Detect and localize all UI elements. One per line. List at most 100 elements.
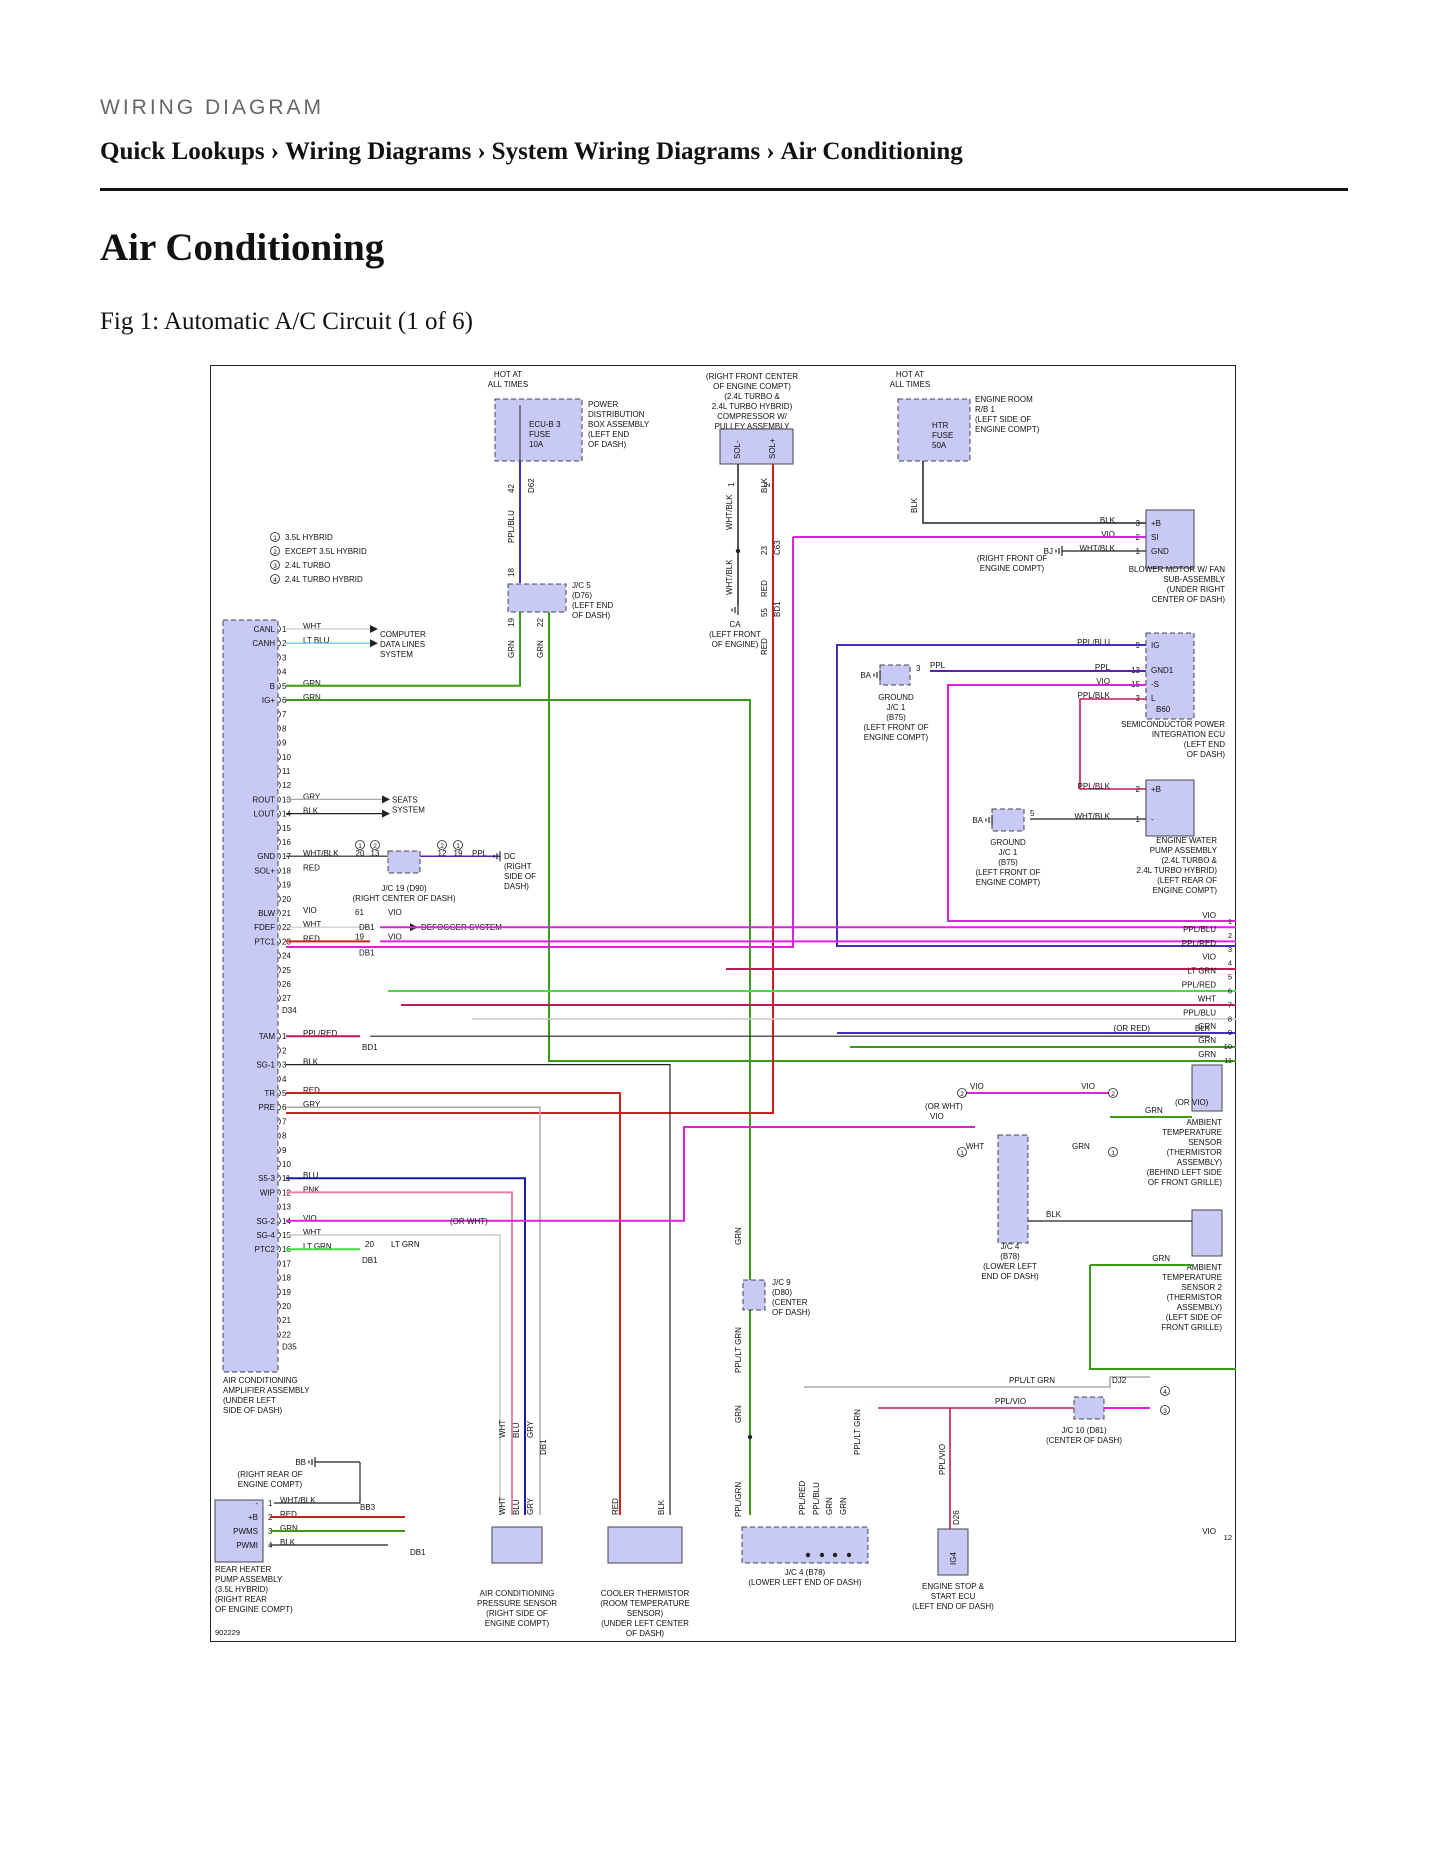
pin-terminal: [278, 1245, 281, 1253]
jc10-label: J/C 10 (D81): [1061, 1426, 1107, 1435]
blk-htr-wire: [922, 461, 1146, 524]
splice-dot: [846, 1552, 852, 1558]
off-page-connector-number: 11: [1224, 1056, 1232, 1065]
connector-id: BD1: [773, 601, 782, 617]
legend-label: EXCEPT 3.5L HYBRID: [285, 547, 367, 556]
amplifier-pin-number: 9: [282, 739, 287, 748]
wire-color-label: GRN: [1198, 1022, 1216, 1031]
pin-terminal: [278, 1132, 281, 1139]
cooler-thermistor-label: SENSOR): [627, 1609, 664, 1618]
off-page-connector-number: 6: [1228, 987, 1232, 996]
legend-number: 1: [358, 843, 362, 850]
pin-terminal: [278, 1075, 281, 1083]
amplifier-pin-number: 6: [282, 1103, 287, 1112]
ground-jc1-connector: [879, 664, 911, 686]
semiconductor-power-ecu-box: [1145, 632, 1195, 720]
wire-color-label: RED: [280, 1510, 297, 1519]
wire-color-label: VIO: [303, 1214, 317, 1223]
compressor-label: COMPRESSOR W/: [717, 412, 788, 421]
wire-color-label: WHT/BLK: [725, 494, 734, 530]
jc19-label: J/C 19 (D90): [381, 884, 427, 893]
ambient-sensor-1-label: OF FRONT GRILLE): [1148, 1178, 1222, 1187]
pin-terminal: [278, 1118, 281, 1125]
ppl-blu-ig-wire: [836, 644, 1236, 947]
pin-terminal: [278, 1032, 281, 1040]
arrow-icon: [370, 639, 378, 648]
legend-number: 3: [1163, 1408, 1167, 1415]
pin-name: -: [1151, 815, 1154, 824]
jc9-label: OF DASH): [772, 1308, 811, 1317]
wire-color-label: WHT: [498, 1497, 507, 1515]
pin-terminal: [278, 938, 281, 945]
pin-name: SI: [1151, 533, 1159, 542]
amplifier-pin-name: SOL+: [254, 866, 275, 875]
off-page-connector-number: 12: [1224, 1533, 1232, 1542]
wire-color-label: PPL: [472, 849, 488, 858]
connector-id: DB1: [410, 1548, 426, 1557]
wire-color-label: RED: [611, 1498, 620, 1515]
breadcrumb-item-wiring-diagrams[interactable]: Wiring Diagrams: [285, 138, 472, 165]
pin-name: IG: [1151, 641, 1159, 650]
amplifier-pin-number: 4: [282, 1075, 287, 1084]
wire-color-label: LT GRN: [1187, 967, 1216, 976]
ca-ground-label: (LEFT FRONT: [709, 630, 761, 639]
ambient-sensor-1-label: SENSOR: [1188, 1138, 1222, 1147]
vio-return-wire: [947, 684, 1236, 922]
amplifier-pin-number: 7: [282, 710, 287, 719]
breadcrumb-separator: ›: [270, 138, 279, 165]
pressure-sensor-box: [491, 1526, 543, 1564]
legend-label: 2.4L TURBO HYBRID: [285, 575, 363, 584]
amplifier-pin-number: 27: [282, 994, 291, 1003]
amplifier-pin-number: 3: [282, 653, 287, 662]
amplifier-pin-number: 22: [282, 1330, 291, 1339]
engine-room-label: ENGINE COMPT): [975, 425, 1040, 434]
wire-color-label: PPL/RED: [1182, 939, 1216, 948]
legend-number: 1: [273, 535, 277, 542]
spi-ecu-label: INTEGRATION ECU: [1152, 730, 1225, 739]
amplifier-pin-name: TAM: [259, 1032, 276, 1041]
amplifier-pin-name: PRE: [259, 1103, 275, 1112]
amplifier-pin-number: 20: [282, 1302, 291, 1311]
amplifier-pin-number: 4: [282, 668, 287, 677]
legend-number-badge: [957, 1088, 967, 1098]
figure-caption: Fig 1: Automatic A/C Circuit (1 of 6): [100, 308, 473, 335]
power-box-label: POWER: [588, 400, 618, 409]
pin-name: -S: [1151, 680, 1159, 689]
wire-color-label: GRN: [303, 693, 321, 702]
pin-name: PWMI: [236, 1541, 258, 1550]
breadcrumb-item-quick-lookups[interactable]: Quick Lookups: [100, 138, 265, 165]
pin-number: 2: [763, 482, 772, 487]
amplifier-pin-number: 26: [282, 980, 291, 989]
wire-color-label: GRN: [280, 1524, 298, 1533]
wire-color-label: BLK: [910, 497, 919, 513]
breadcrumb-item-system-wiring-diagrams[interactable]: System Wiring Diagrams: [491, 138, 761, 165]
engine-stop-ecu-label: ENGINE STOP &: [922, 1582, 985, 1591]
wire-color-label: PPL/GRN: [734, 1482, 743, 1517]
wire-color-label: VIO: [1202, 953, 1216, 962]
pin-number: 19: [355, 932, 364, 941]
amplifier-pin-number: 19: [282, 1288, 291, 1297]
amplifier-pin-name: CANL: [254, 625, 276, 634]
engine-water-pump-box: [1145, 779, 1195, 837]
wire-color-label: GRY: [303, 1100, 321, 1109]
wire-color-label: RED: [760, 580, 769, 597]
wire-color-label: PNK: [303, 1185, 320, 1194]
wire-color-label: GRN: [536, 640, 545, 658]
legend-label: 3.5L HYBRID: [285, 533, 333, 542]
wire-color-label: GRY: [526, 1420, 535, 1438]
jc9-label: (D80): [772, 1288, 792, 1297]
pin-terminal: [278, 1231, 281, 1239]
wire-color-label: VIO: [303, 906, 317, 915]
legend-number-badge: [957, 1147, 967, 1157]
pin-terminal: [278, 909, 281, 917]
legend-number-badge: [1160, 1386, 1170, 1396]
power-box-label: DISTRIBUTION: [588, 410, 645, 419]
off-page-connector-number: 8: [1228, 1014, 1232, 1023]
pressure-sensor-label: AIR CONDITIONING: [480, 1589, 555, 1598]
ground-jc1-label: GROUND: [878, 693, 914, 702]
connector-id: DB1: [362, 1256, 378, 1265]
breadcrumb-item-air-conditioning[interactable]: Air Conditioning: [780, 138, 963, 165]
ecu-fuse-label: ECU-B 3: [529, 420, 561, 429]
amplifier-pin-number: 2: [282, 639, 287, 648]
